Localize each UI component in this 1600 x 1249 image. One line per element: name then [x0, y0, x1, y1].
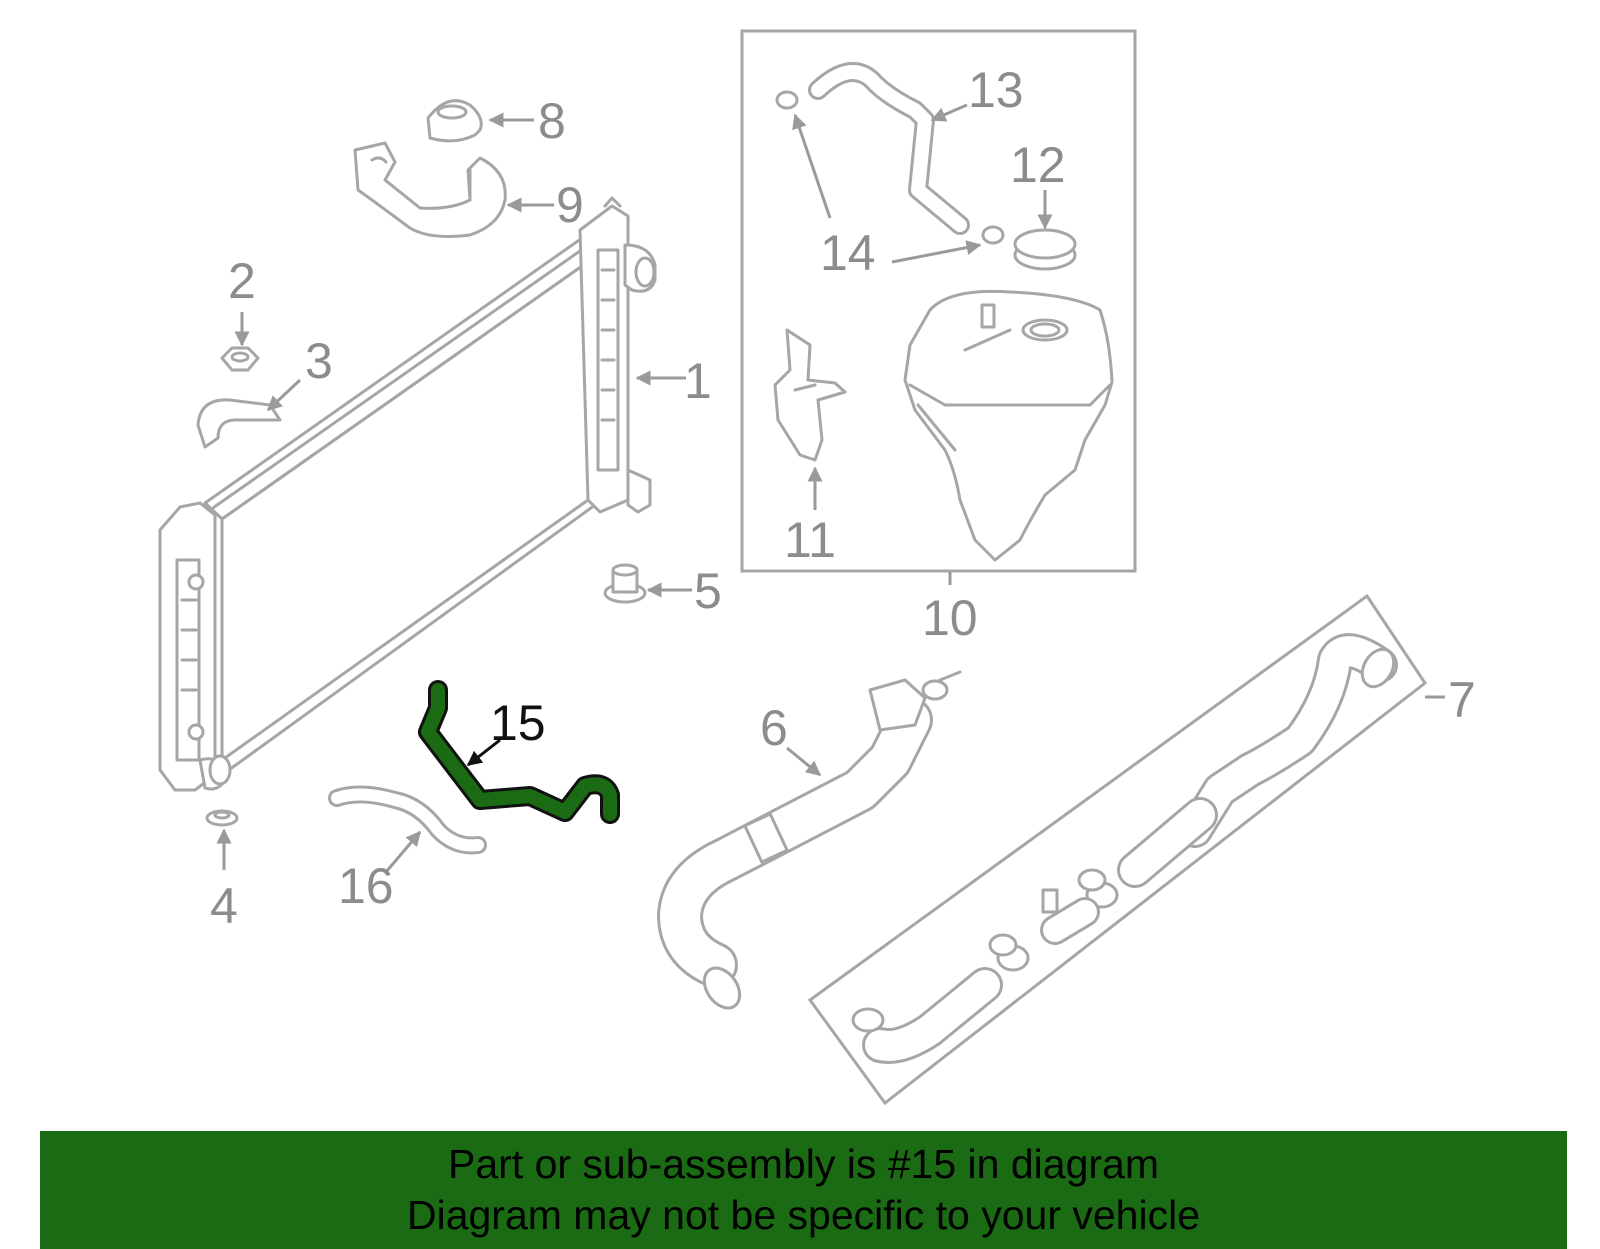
callout-6: 6: [760, 700, 788, 756]
radiator-part-1: [158, 196, 657, 792]
hose-part-15-highlighted: [418, 680, 620, 824]
radiator-cap-part-8: [426, 99, 483, 143]
callout-14: 14: [820, 225, 876, 281]
mount-part-5: [603, 563, 647, 604]
callout-3: 3: [305, 333, 333, 389]
insulator-part-3: [196, 398, 282, 449]
banner-line-1: Part or sub-assembly is #15 in diagram: [448, 1141, 1159, 1187]
callout-5: 5: [694, 563, 722, 619]
reservoir-assembly-box: [740, 29, 1137, 573]
upper-hose-part-6: [657, 670, 962, 1010]
callout-7: 7: [1448, 672, 1476, 728]
callout-4: 4: [210, 878, 238, 934]
callout-2: 2: [228, 253, 256, 309]
lower-hose-assembly-box: [807, 593, 1428, 1106]
callout-1: 1: [684, 353, 712, 409]
callout-9: 9: [556, 177, 584, 233]
callout-15: 15: [490, 695, 546, 751]
callout-13: 13: [968, 62, 1024, 118]
leader-lines: [216, 103, 1445, 873]
nut-part-2: [220, 346, 260, 372]
callout-12: 12: [1010, 137, 1066, 193]
mounting-bracket-part-9: [353, 141, 507, 238]
notice-banner: Part or sub-assembly is #15 in diagram D…: [40, 1131, 1567, 1249]
hose-part-16: [328, 785, 487, 855]
callout-10: 10: [922, 590, 978, 646]
callout-16: 16: [338, 858, 394, 914]
callout-8: 8: [538, 93, 566, 149]
banner-line-2: Diagram may not be specific to your vehi…: [406, 1192, 1200, 1238]
callout-11: 11: [784, 512, 836, 568]
grommet-part-4: [205, 809, 239, 827]
